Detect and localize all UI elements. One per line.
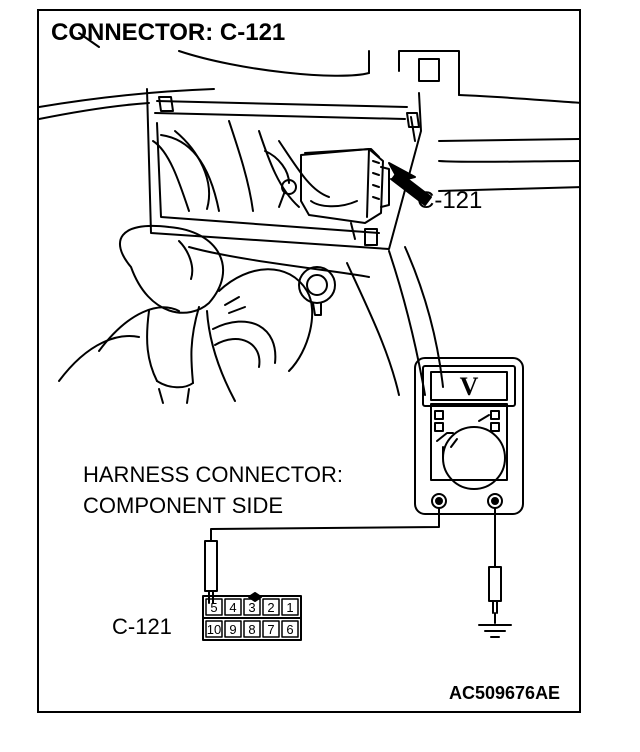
pin-label: 6 (286, 622, 293, 637)
pin-label: 2 (267, 600, 274, 615)
pin-label: 7 (267, 622, 274, 637)
harness-connector (202, 592, 302, 641)
pin-label: 5 (210, 600, 217, 615)
connector-id-label: C-121 (112, 614, 172, 639)
harness-label-line-2: COMPONENT SIDE (83, 493, 284, 518)
harness-label-line-1: HARNESS CONNECTOR: (83, 462, 343, 487)
meter-symbol: V (460, 372, 479, 401)
illustration: V 5 4 3 2 1 10 9 8 7 6 (39, 32, 579, 641)
figure-code: AC509676AE (449, 683, 561, 703)
pin-label: 10 (207, 622, 221, 637)
diagram-frame: V 5 4 3 2 1 10 9 8 7 6 CONNECTOR: C-121 … (37, 9, 581, 713)
diagram-title: CONNECTOR: C-121 (51, 19, 286, 46)
pin-label: 9 (229, 622, 236, 637)
connector-callout-label: C-121 (417, 187, 483, 214)
pin-label: 4 (229, 600, 236, 615)
harness-connector-label: HARNESS CONNECTOR: COMPONENT SIDE (83, 459, 343, 521)
connector-pin-labels: 5 4 3 2 1 10 9 8 7 6 (207, 600, 294, 637)
pin-label: 8 (248, 622, 255, 637)
console-artwork (39, 32, 579, 404)
pin-label: 1 (286, 600, 293, 615)
pin-label: 3 (248, 600, 255, 615)
test-leads (204, 507, 512, 638)
